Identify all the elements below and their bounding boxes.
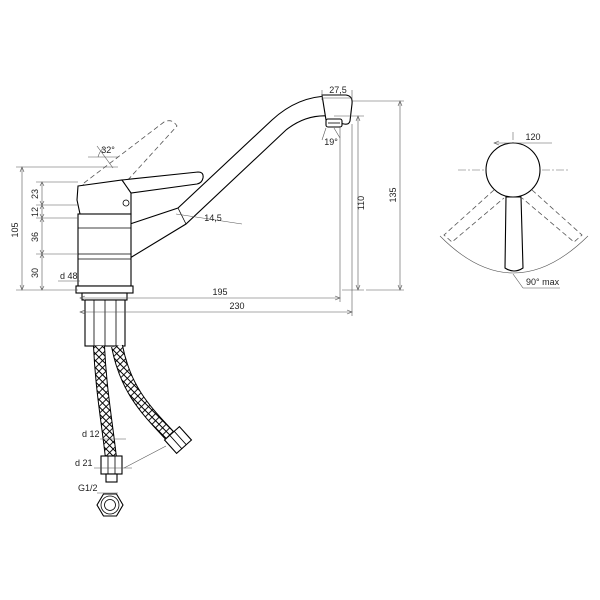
rotation-arc [439,235,589,274]
lever-tilt-angle-label: 32° [101,145,115,155]
mounting-base [75,285,134,347]
top-view-lever [504,196,524,272]
spout-height-label: 110 [356,196,366,210]
braided-hose-straight [93,345,117,459]
spout-nozzle [321,94,353,128]
lever-right-position [521,189,583,243]
spout-tip-angle-label: 19° [324,137,338,147]
lever-left-position [443,189,505,243]
dim-36-label: 36 [30,232,40,242]
curved-hose-fitting [163,425,193,455]
dim-12-label: 12 [30,207,40,217]
overall-reach-label: 230 [229,301,244,311]
spout-reach-label: 195 [212,287,227,297]
lever-handle [76,171,204,215]
total-height-label: 105 [10,222,20,237]
body-diameter-label: d 48 [60,271,78,281]
spout-diameter-label: 14,5 [204,213,222,223]
overall-height-label: 135 [388,187,398,202]
top-view: 120 90° max [439,132,589,289]
dim-30-label: 30 [30,268,40,278]
fitting-diameter-label: d 21 [75,458,93,468]
dim-23-label: 23 [30,189,40,199]
lever-rotation-label: 90° max [526,277,560,287]
side-view: 27,5 19° 32° 23 12 36 30 105 d 48 14,5 1… [10,85,404,517]
hose-diameter-label: d 12 [82,429,100,439]
spout-tip-width-label: 27,5 [329,85,347,95]
faucet-body [77,213,132,287]
straight-hose-fitting [100,455,123,483]
top-view-hub [485,142,541,198]
g12-thread-hex-nut [96,493,124,517]
thread-label: G1/2 [78,483,98,493]
dimension-lines [16,90,404,494]
top-view-dim-label: 120 [525,132,540,142]
braided-hose-curved [111,344,177,443]
